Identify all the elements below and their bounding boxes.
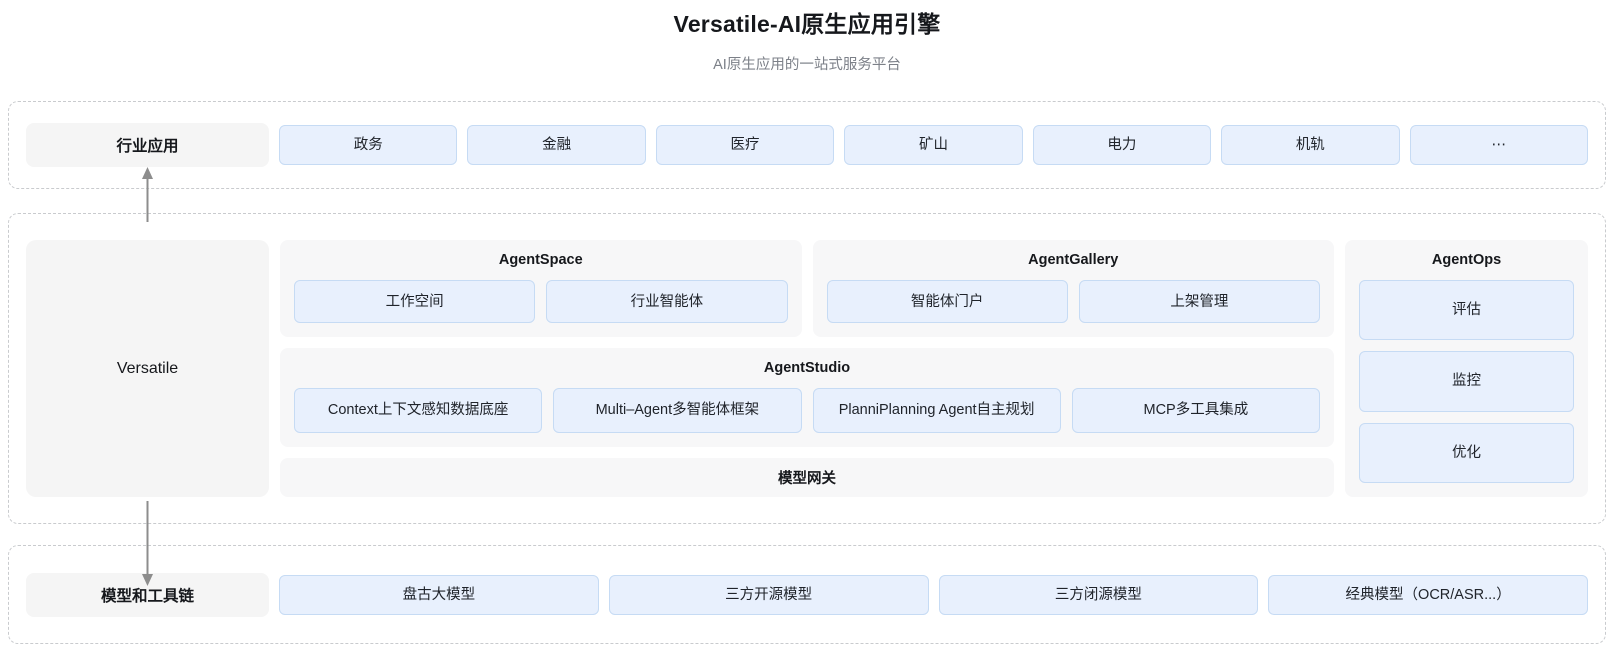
model-gateway-bar: 模型网关 [280,457,1334,497]
section-versatile-platform: Versatile AgentSpace 工作空间 行业智能体 AgentGal… [8,213,1606,524]
industry-chip-more[interactable]: ⋯ [1409,125,1588,165]
page-header: Versatile-AI原生应用引擎 AI原生应用的一站式服务平台 [0,0,1614,75]
industry-chip-power[interactable]: 电力 [1032,125,1212,165]
section-industry-applications: 行业应用 政务 金融 医疗 矿山 电力 机轨 ⋯ [8,101,1606,189]
industry-chip-finance[interactable]: 金融 [467,125,646,165]
industry-chip-rail[interactable]: 机轨 [1221,125,1400,165]
group-agentstudio: AgentStudio Context上下文感知数据底座 Multi–Agent… [280,348,1334,447]
model-chip-classic-models[interactable]: 经典模型（OCR/ASR...） [1268,574,1588,615]
industry-chip-government[interactable]: 政务 [279,125,458,165]
arrow-down-icon [139,501,156,587]
page-subtitle: AI原生应用的一站式服务平台 [713,57,901,73]
agentstudio-chip-planning-agent[interactable]: PlanniPlanning Agent自主规划 [812,388,1061,433]
agentstudio-chip-context-data-base[interactable]: Context上下文感知数据底座 [294,388,543,433]
agentgallery-chip-listing-management[interactable]: 上架管理 [1078,280,1320,324]
agentops-chip-evaluation[interactable]: 评估 [1359,280,1574,341]
industry-chip-mining[interactable]: 矿山 [844,125,1023,165]
model-chip-third-party-closed-source[interactable]: 三方闭源模型 [938,574,1259,615]
versatile-panel-label: Versatile [26,240,269,497]
group-agentspace: AgentSpace 工作空间 行业智能体 [280,240,802,338]
agentgallery-chip-agent-portal[interactable]: 智能体门户 [826,280,1068,324]
section-models-toolchain: 模型和工具链 盘古大模型 三方开源模型 三方闭源模型 经典模型（OCR/ASR.… [8,545,1606,644]
model-chip-pangu[interactable]: 盘古大模型 [279,574,599,615]
arrow-up-icon [139,166,156,222]
industry-applications-label: 行业应用 [26,123,269,167]
group-agentspace-title: AgentSpace [498,252,583,268]
industry-chip-healthcare[interactable]: 医疗 [655,125,835,165]
agentstudio-chip-mcp-tool-integration[interactable]: MCP多工具集成 [1071,388,1320,433]
group-agentstudio-title: AgentStudio [763,360,851,377]
agentops-chip-optimization[interactable]: 优化 [1359,422,1574,483]
group-agentgallery-title: AgentGallery [1028,252,1119,268]
group-agentops: AgentOps 评估 监控 优化 [1345,240,1588,497]
group-agentops-title: AgentOps [1431,252,1502,268]
group-agentgallery: AgentGallery 智能体门户 上架管理 [812,240,1334,338]
model-chip-third-party-open-source[interactable]: 三方开源模型 [608,574,929,615]
agentspace-chip-workspace[interactable]: 工作空间 [294,280,536,324]
agentspace-chip-industry-agent[interactable]: 行业智能体 [546,280,788,324]
agentops-chip-monitoring[interactable]: 监控 [1359,351,1574,412]
page-title: Versatile-AI原生应用引擎 [673,11,941,37]
agentstudio-chip-multi-agent-framework[interactable]: Multi–Agent多智能体框架 [553,388,802,433]
